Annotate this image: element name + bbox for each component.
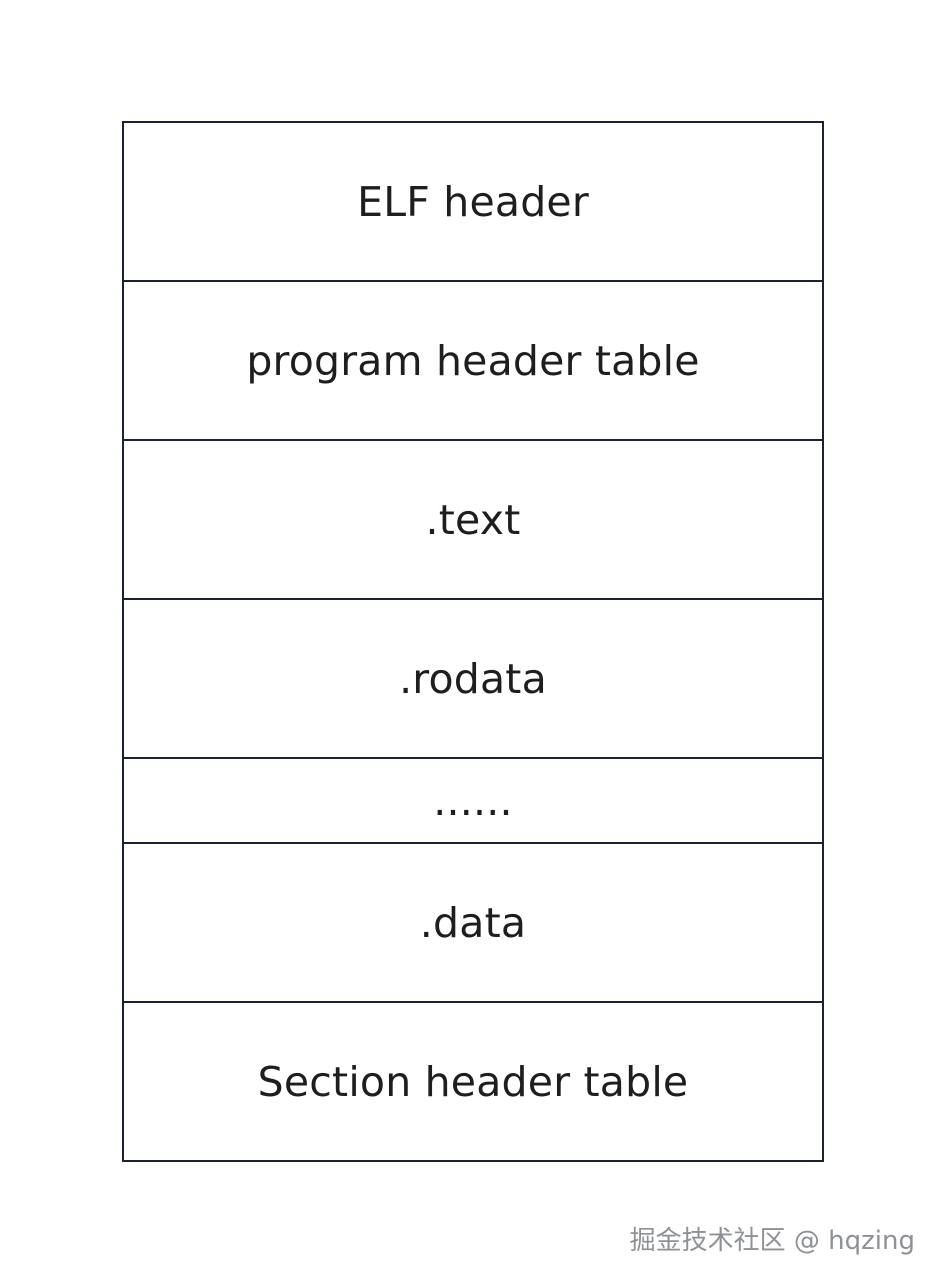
data-section-label: .data [419,898,527,947]
program-header-table-label: program header table [246,336,700,385]
ellipsis-section: ...... [124,757,822,842]
watermark-text: 掘金技术社区 @ hqzing [629,1226,915,1256]
ellipsis-label: ...... [433,776,513,825]
section-header-table-section: Section header table [124,1001,822,1160]
elf-header-label: ELF header [357,177,589,226]
section-header-table-label: Section header table [257,1057,689,1106]
elf-header-section: ELF header [124,123,822,280]
elf-file-layout-diagram: ELF header program header table .text .r… [122,121,824,1162]
text-section-label: .text [425,495,521,544]
program-header-table-section: program header table [124,280,822,439]
rodata-section-label: .rodata [399,654,547,703]
text-section: .text [124,439,822,598]
rodata-section: .rodata [124,598,822,757]
data-section: .data [124,842,822,1001]
